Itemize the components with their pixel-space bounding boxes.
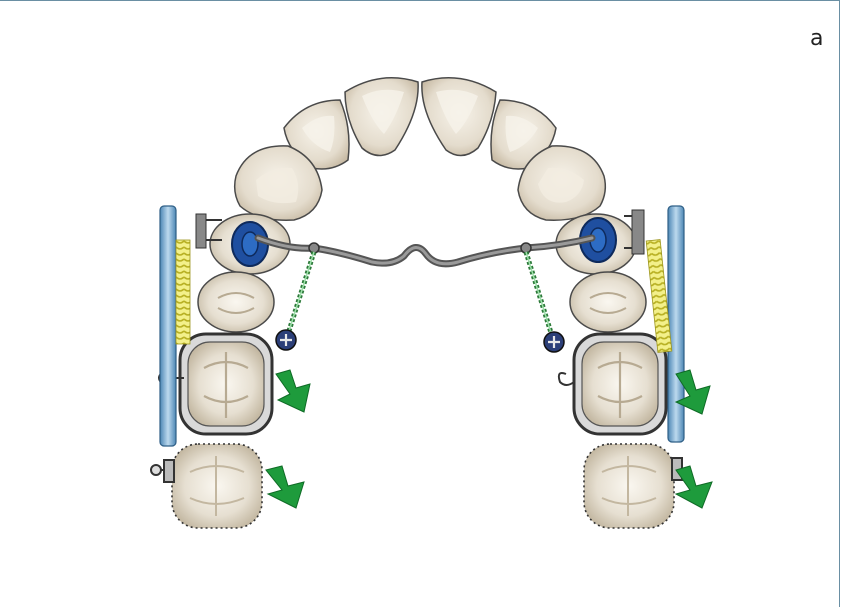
buccal-tube-left <box>160 206 176 446</box>
wire-hook-right <box>521 243 531 253</box>
second-molars <box>151 444 682 528</box>
anterior-teeth <box>235 78 606 220</box>
tooth-second-premolar-left <box>198 272 274 332</box>
wire-hook-left <box>309 243 319 253</box>
down-right-arrow-icon <box>266 466 304 508</box>
elastic-ligatures <box>288 252 552 336</box>
down-right-arrow-icon <box>676 466 712 508</box>
down-right-arrow-icon <box>276 370 310 412</box>
second-molar-hook-left <box>151 460 174 482</box>
coil-spring-left <box>176 240 190 344</box>
band-hook-right <box>559 373 574 385</box>
tooth-second-premolar-right <box>570 272 646 332</box>
first-molars <box>159 334 666 434</box>
mini-screw-icon <box>276 330 564 352</box>
palatal-arch-wire <box>258 238 592 264</box>
second-premolars <box>198 272 646 332</box>
buccal-tube-right <box>668 206 684 442</box>
